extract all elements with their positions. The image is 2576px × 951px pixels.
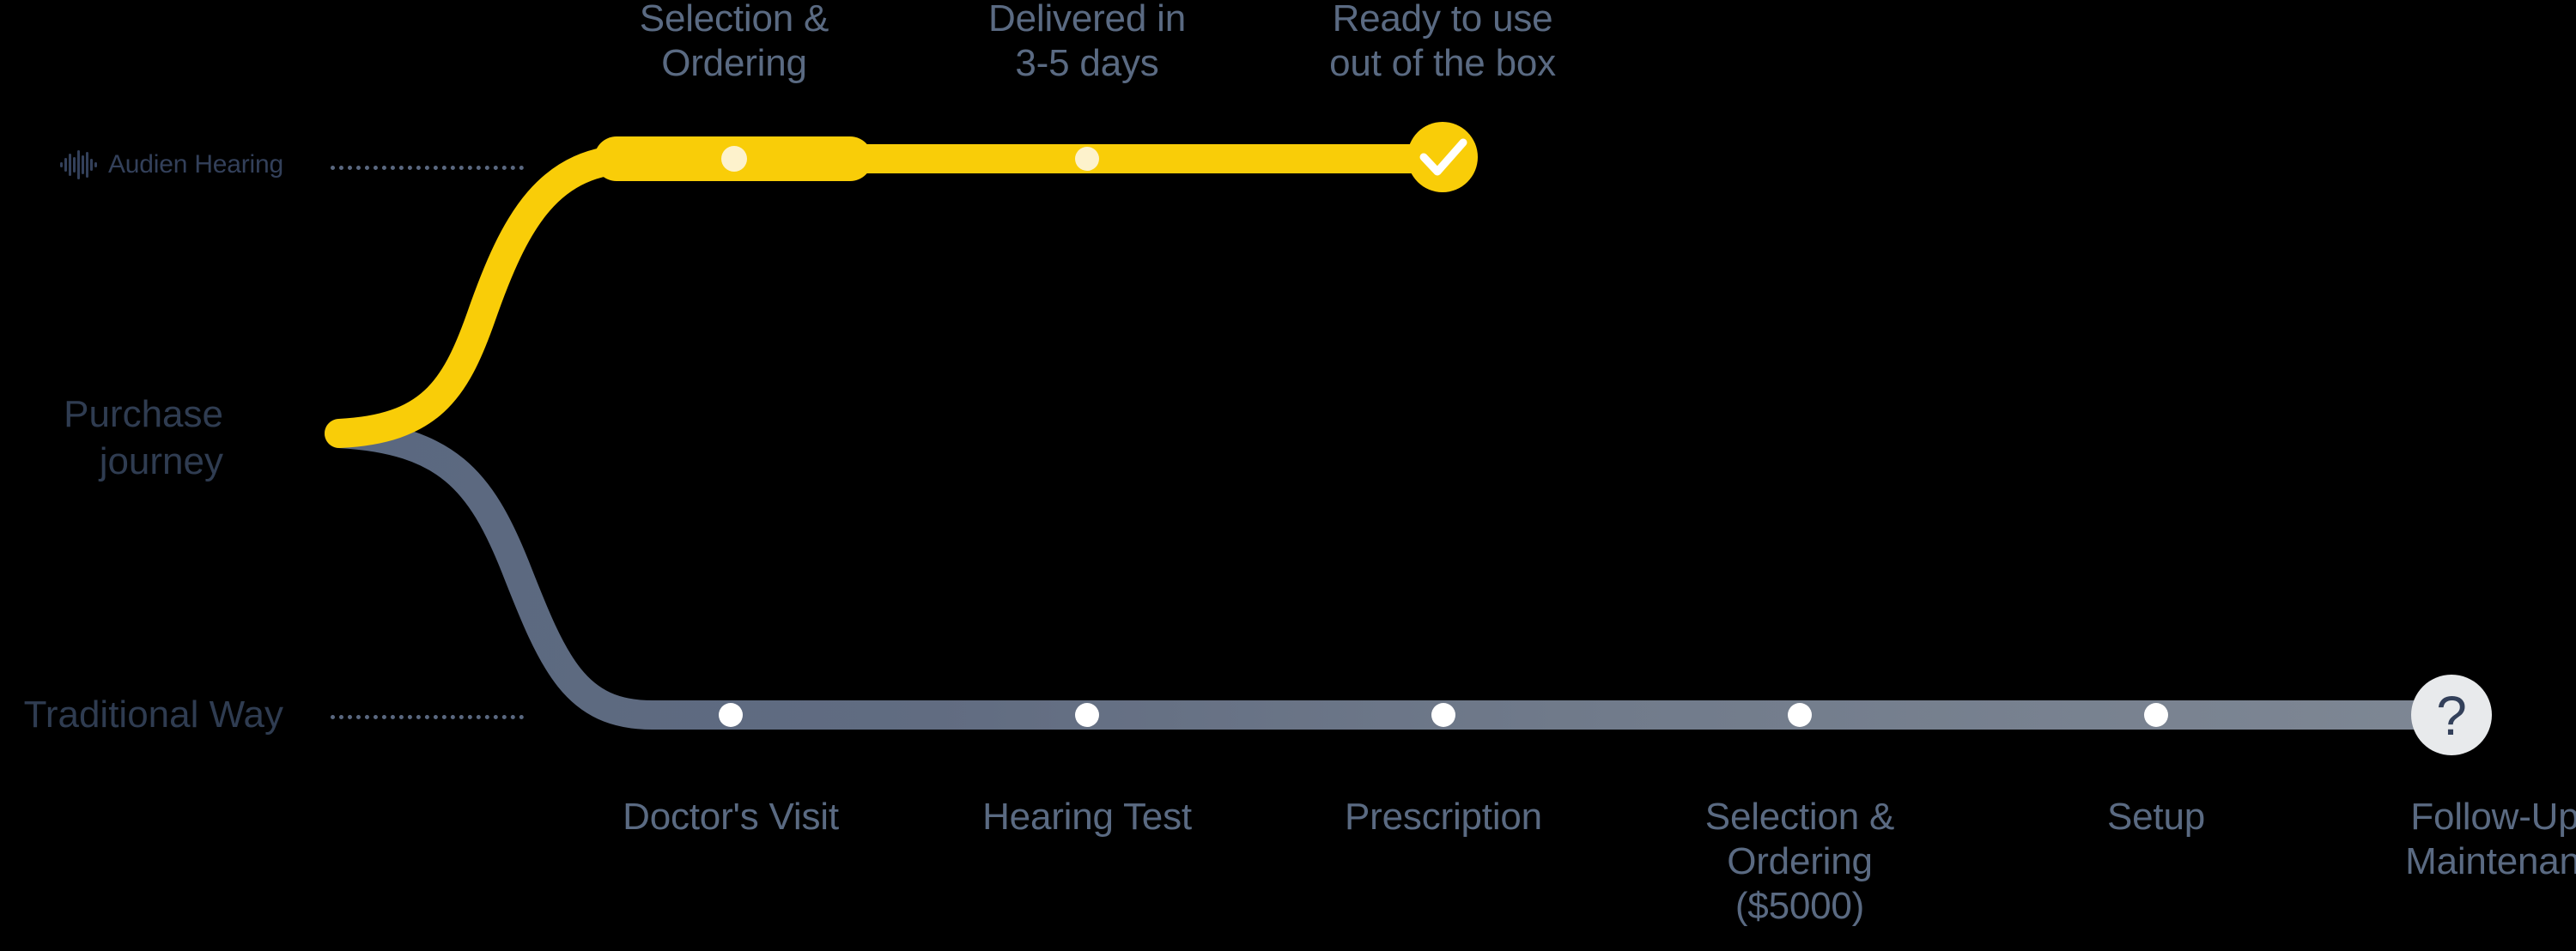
audien-end-cap[interactable] [1407, 122, 1478, 192]
audien-node-2[interactable] [1075, 147, 1099, 171]
traditional-step-label-3: Prescription [1345, 796, 1542, 838]
traditional-step-label-6: Follow-Up & Maintenance [2405, 796, 2576, 882]
traditional-step-label-1: Doctor's Visit [623, 796, 839, 838]
row-label-purchase-journey: Purchase journey [64, 393, 223, 482]
audien-step-label-1: Selection & Ordering [639, 0, 829, 84]
audien-step-label-2: Delivered in 3-5 days [988, 0, 1186, 84]
traditional-node-2[interactable] [1075, 703, 1099, 727]
audien-step-label-3: Ready to use out of the box [1329, 0, 1556, 84]
audien-node-1[interactable] [721, 146, 747, 172]
soundwave-icon [59, 150, 97, 179]
audien-dotted-connector [331, 166, 524, 170]
traditional-node-1[interactable] [719, 703, 743, 727]
traditional-end-cap[interactable]: ? [2411, 675, 2492, 755]
audien-path [325, 144, 1440, 448]
audien-brand-name: Audien Hearing [107, 150, 283, 179]
audien-brand-row: Audien Hearing [0, 144, 283, 185]
question-circle [2411, 675, 2492, 755]
question-icon: ? [2436, 685, 2467, 747]
traditional-dotted-connector [331, 715, 524, 719]
traditional-node-5[interactable] [2144, 703, 2168, 727]
traditional-path [325, 419, 2479, 730]
traditional-node-4[interactable] [1788, 703, 1812, 727]
traditional-step-label-5: Setup [2107, 796, 2205, 838]
check-circle [1407, 122, 1478, 192]
row-label-traditional-way: Traditional Way [23, 694, 283, 736]
traditional-step-label-2: Hearing Test [982, 796, 1192, 838]
check-icon [1419, 138, 1467, 176]
traditional-step-label-4: Selection & Ordering ($5000) [1704, 796, 1895, 927]
traditional-node-3[interactable] [1431, 703, 1455, 727]
